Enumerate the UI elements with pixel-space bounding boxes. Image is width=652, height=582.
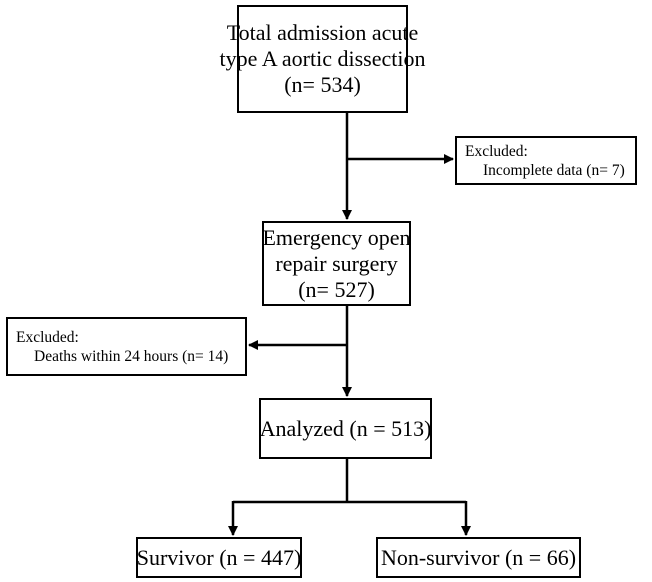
survivor-box: Survivor (n = 447) <box>136 537 302 578</box>
total-line-3: (n= 534) <box>284 72 361 97</box>
surgery-box: Emergency open repair surgery (n= 527) <box>262 221 411 306</box>
surgery-line-2: repair surgery <box>275 250 398 276</box>
excluded-2-detail: Deaths within 24 hours (n= 14) <box>34 347 229 365</box>
excluded-deaths-box: Excluded: Deaths within 24 hours (n= 14) <box>6 317 247 376</box>
excluded-1-detail: Incomplete data (n= 7) <box>483 161 625 179</box>
total-line-2: type A aortic dissection <box>219 46 426 71</box>
excluded-1-heading: Excluded: <box>465 142 528 160</box>
survivor-label: Survivor (n = 447) <box>136 544 302 570</box>
excluded-2-heading: Excluded: <box>16 328 79 346</box>
non-survivor-label: Non-survivor (n = 66) <box>380 544 577 570</box>
total-line-1: Total admission acute <box>226 20 419 45</box>
total-admission-box: Total admission acute type A aortic diss… <box>220 5 425 113</box>
analyzed-box: Analyzed (n = 513) <box>259 398 432 459</box>
analyzed-label: Analyzed (n = 513) <box>259 415 432 441</box>
surgery-line-3: (n= 527) <box>298 276 375 302</box>
non-survivor-box: Non-survivor (n = 66) <box>376 537 581 578</box>
surgery-line-1: Emergency open <box>262 224 411 250</box>
excluded-incomplete-box: Excluded: Incomplete data (n= 7) <box>455 136 637 185</box>
